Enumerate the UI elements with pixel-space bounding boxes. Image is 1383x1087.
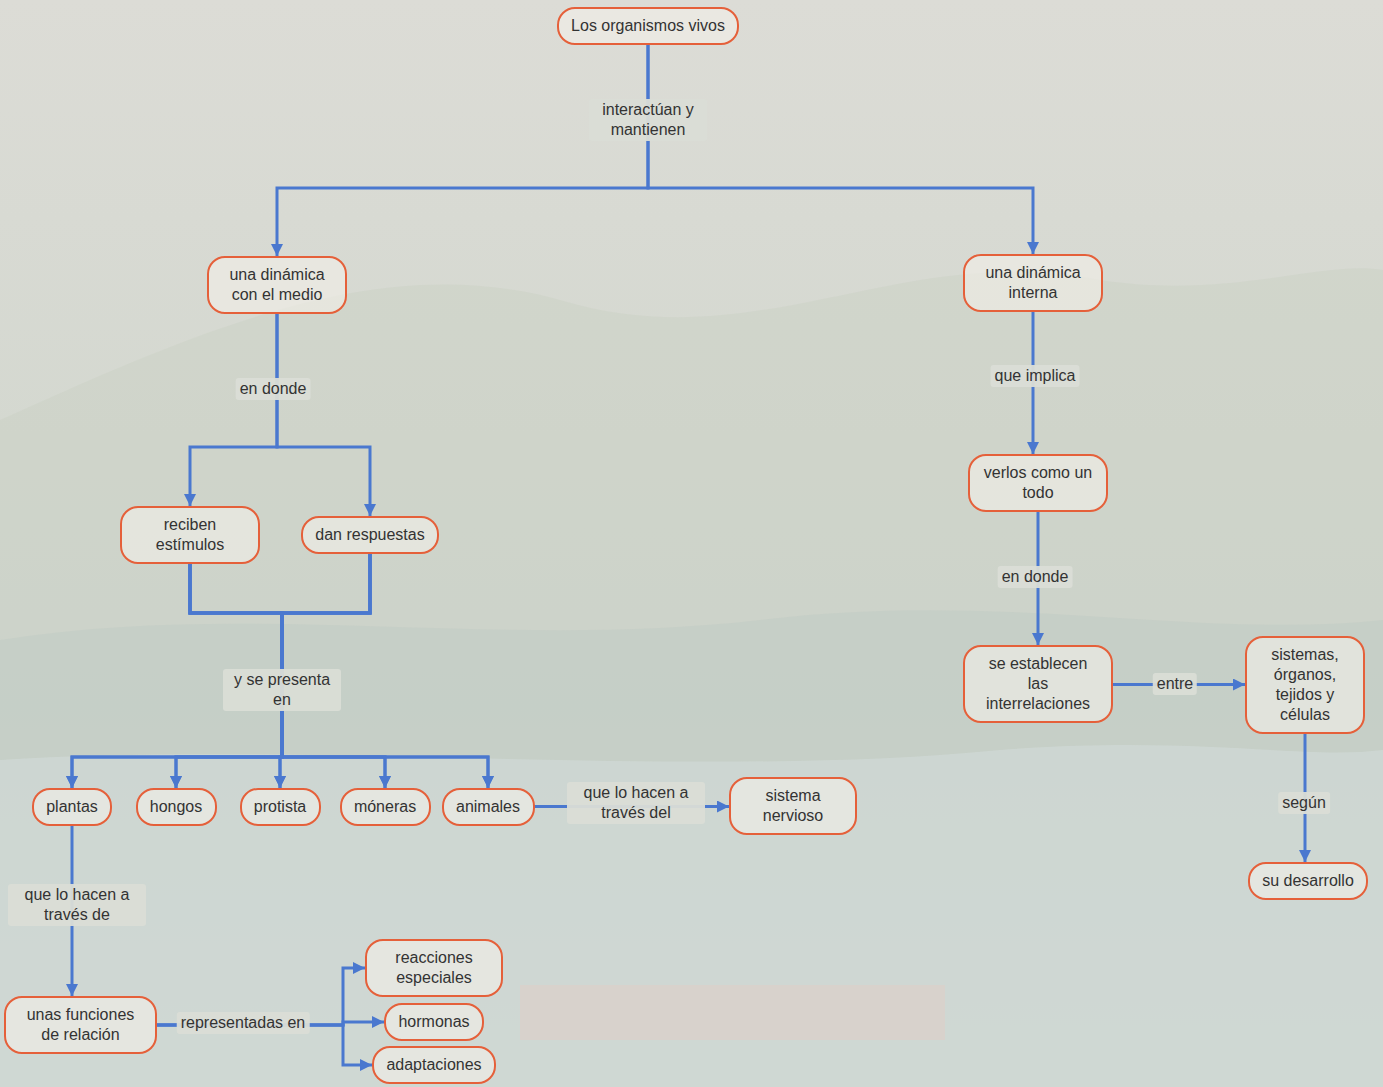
shore-shape: [0, 610, 1383, 1087]
concept-box: unas funciones de relación: [4, 996, 157, 1054]
concept-box: se establecen las interrelaciones: [963, 645, 1113, 723]
connector-arrow: [648, 45, 1033, 254]
concept-box: protista: [240, 788, 321, 826]
connector-arrow: [176, 554, 370, 788]
edge-label: entre: [1153, 673, 1197, 695]
concept-text: reacciones especiales: [379, 948, 489, 988]
concept-text: móneras: [354, 797, 416, 817]
concept-box: plantas: [32, 788, 112, 826]
concept-text: plantas: [46, 797, 98, 817]
hill-shape: [0, 268, 1383, 1087]
connector-arrow: [277, 314, 370, 516]
edge-label: y se presenta en: [223, 669, 341, 711]
boat-shape: [520, 985, 945, 1040]
concept-box: sistema nervioso: [729, 777, 857, 835]
concept-text: verlos como un todo: [982, 463, 1094, 503]
concept-text: una dinámica con el medio: [221, 265, 333, 305]
concept-box: móneras: [340, 788, 431, 826]
concept-text: Los organismos vivos: [571, 16, 725, 36]
concept-text: protista: [254, 797, 306, 817]
edge-label: en donde: [236, 378, 311, 400]
concept-text: unas funciones de relación: [18, 1005, 143, 1045]
edge-label: que implica: [991, 365, 1080, 387]
concept-text: su desarrollo: [1262, 871, 1354, 891]
concept-text: animales: [456, 797, 520, 817]
concept-text: hongos: [150, 797, 203, 817]
concept-box: animales: [442, 788, 535, 826]
connector-arrow: [190, 564, 385, 788]
concept-text: reciben estímulos: [134, 515, 246, 555]
connector-arrow: [190, 314, 277, 506]
concept-box: su desarrollo: [1248, 862, 1368, 900]
concept-box: verlos como un todo: [968, 454, 1108, 512]
water-shape: [0, 745, 1383, 1087]
concept-box: reciben estímulos: [120, 506, 260, 564]
edge-label: representadas en: [177, 1012, 310, 1034]
edge-label: que lo hacen a través de: [8, 884, 146, 926]
concept-box: hormonas: [384, 1003, 484, 1041]
concept-text: una dinámica interna: [977, 263, 1089, 303]
concept-text: sistemas, órganos, tejidos y células: [1259, 645, 1351, 725]
concept-box: reacciones especiales: [365, 939, 503, 997]
connector-arrow: [190, 564, 488, 788]
connector-arrow: [72, 554, 370, 788]
concept-text: sistema nervioso: [743, 786, 843, 826]
concept-box: una dinámica interna: [963, 254, 1103, 312]
concept-text: adaptaciones: [386, 1055, 481, 1075]
concept-box: adaptaciones: [372, 1046, 496, 1084]
concept-box: hongos: [136, 788, 217, 826]
concept-box: Los organismos vivos: [557, 7, 739, 45]
concept-box: dan respuestas: [301, 516, 439, 554]
concept-text: hormonas: [398, 1012, 469, 1032]
concept-text: dan respuestas: [315, 525, 424, 545]
concept-box: una dinámica con el medio: [207, 256, 347, 314]
connector-arrow: [277, 45, 648, 256]
concept-text: se establecen las interrelaciones: [977, 654, 1099, 714]
edge-label: según: [1278, 792, 1330, 814]
edge-label: que lo hacen a través del: [567, 782, 705, 824]
edge-label: en donde: [998, 566, 1073, 588]
edge-label: interactúan y mantienen: [589, 99, 707, 141]
concept-box: sistemas, órganos, tejidos y células: [1245, 636, 1365, 734]
